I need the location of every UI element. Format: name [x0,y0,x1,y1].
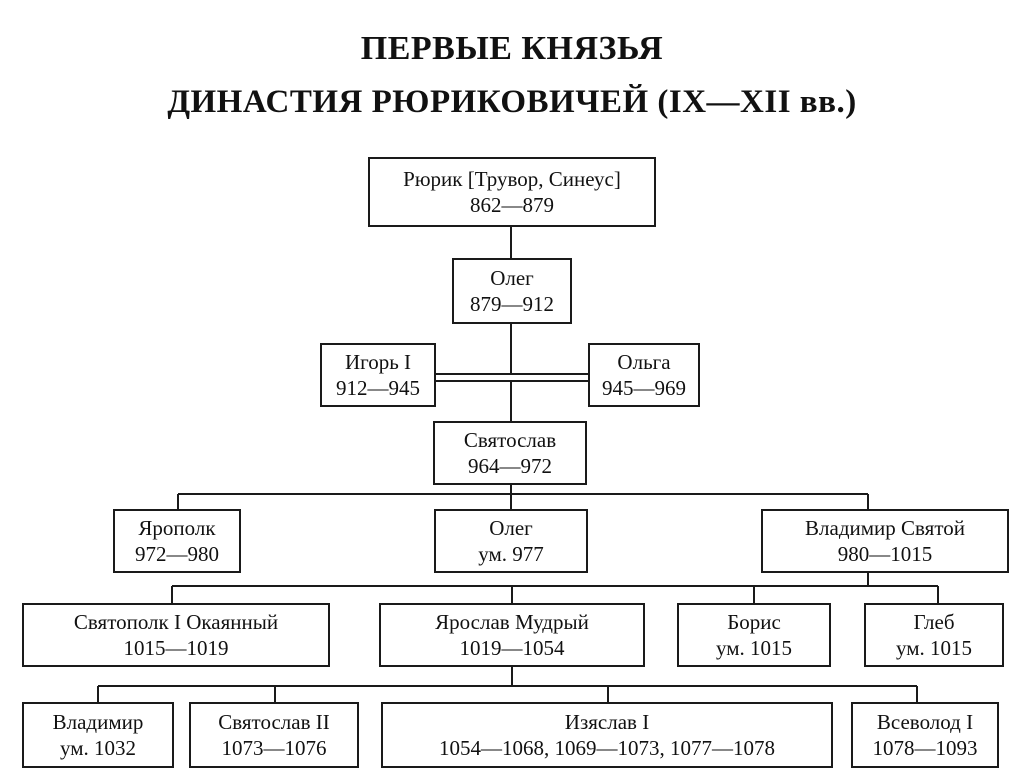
node-name: Святослав [463,428,557,452]
node-yaroslav: Ярослав Мудрый 1019—1054 [379,603,645,667]
node-dates: ум. 1015 [895,636,972,660]
node-oleg2: Олег ум. 977 [434,509,588,573]
node-izyaslav: Изяслав I 1054—1068, 1069—1073, 1077—107… [381,702,833,768]
node-vladimir: Владимир Святой 980—1015 [761,509,1009,573]
node-dates: 879—912 [470,292,554,316]
node-rurik: Рюрик [Трувор, Синеус] 862—879 [368,157,656,227]
node-name: Олег [490,266,534,290]
node-name: Всеволод I [876,710,974,734]
node-dates: 912—945 [336,376,420,400]
node-dates: 1054—1068, 1069—1073, 1077—1078 [439,736,775,760]
node-dates: 964—972 [468,454,552,478]
node-name: Святополк I Окаянный [73,610,279,634]
node-dates: 1015—1019 [123,636,229,660]
node-dates: 1073—1076 [221,736,327,760]
node-name: Святослав II [218,710,330,734]
diagram-subtitle: ДИНАСТИЯ РЮРИКОВИЧЕЙ (IX—XII вв.) [167,84,857,120]
node-vladimir2: Владимир ум. 1032 [22,702,174,768]
node-dates: 1019—1054 [459,636,565,660]
node-svyatoslav: Святослав 964—972 [433,421,587,485]
node-svyatopolk: Святополк I Окаянный 1015—1019 [22,603,330,667]
node-dates: ум. 1015 [715,636,792,660]
node-dates: 945—969 [602,376,686,400]
node-name: Ольга [617,350,671,374]
node-olga: Ольга 945—969 [588,343,700,407]
node-name: Владимир Святой [805,516,965,540]
node-dates: ум. 1032 [59,736,136,760]
node-dates: 980—1015 [837,542,933,566]
node-yaropolk: Ярополк 972—980 [113,509,241,573]
node-name: Ярослав Мудрый [435,610,589,634]
node-svyatoslav2: Святослав II 1073—1076 [189,702,359,768]
node-name: Глеб [913,610,955,634]
diagram-title: ПЕРВЫЕ КНЯЗЬЯ [360,30,664,67]
node-igor: Игорь I 912—945 [320,343,436,407]
node-name: Рюрик [Трувор, Синеус] [403,167,621,191]
node-dates: 862—879 [470,193,554,217]
node-name: Изяслав I [564,710,650,734]
node-oleg: Олег 879—912 [452,258,572,324]
node-dates: 972—980 [135,542,219,566]
node-name: Ярополк [138,516,216,540]
node-vsevolod: Всеволод I 1078—1093 [851,702,999,768]
node-name: Игорь I [344,350,412,374]
node-dates: 1078—1093 [872,736,978,760]
node-dates: ум. 977 [478,542,544,566]
node-gleb: Глеб ум. 1015 [864,603,1004,667]
node-name: Олег [489,516,533,540]
node-boris: Борис ум. 1015 [677,603,831,667]
node-name: Борис [727,610,781,634]
node-name: Владимир [52,710,144,734]
